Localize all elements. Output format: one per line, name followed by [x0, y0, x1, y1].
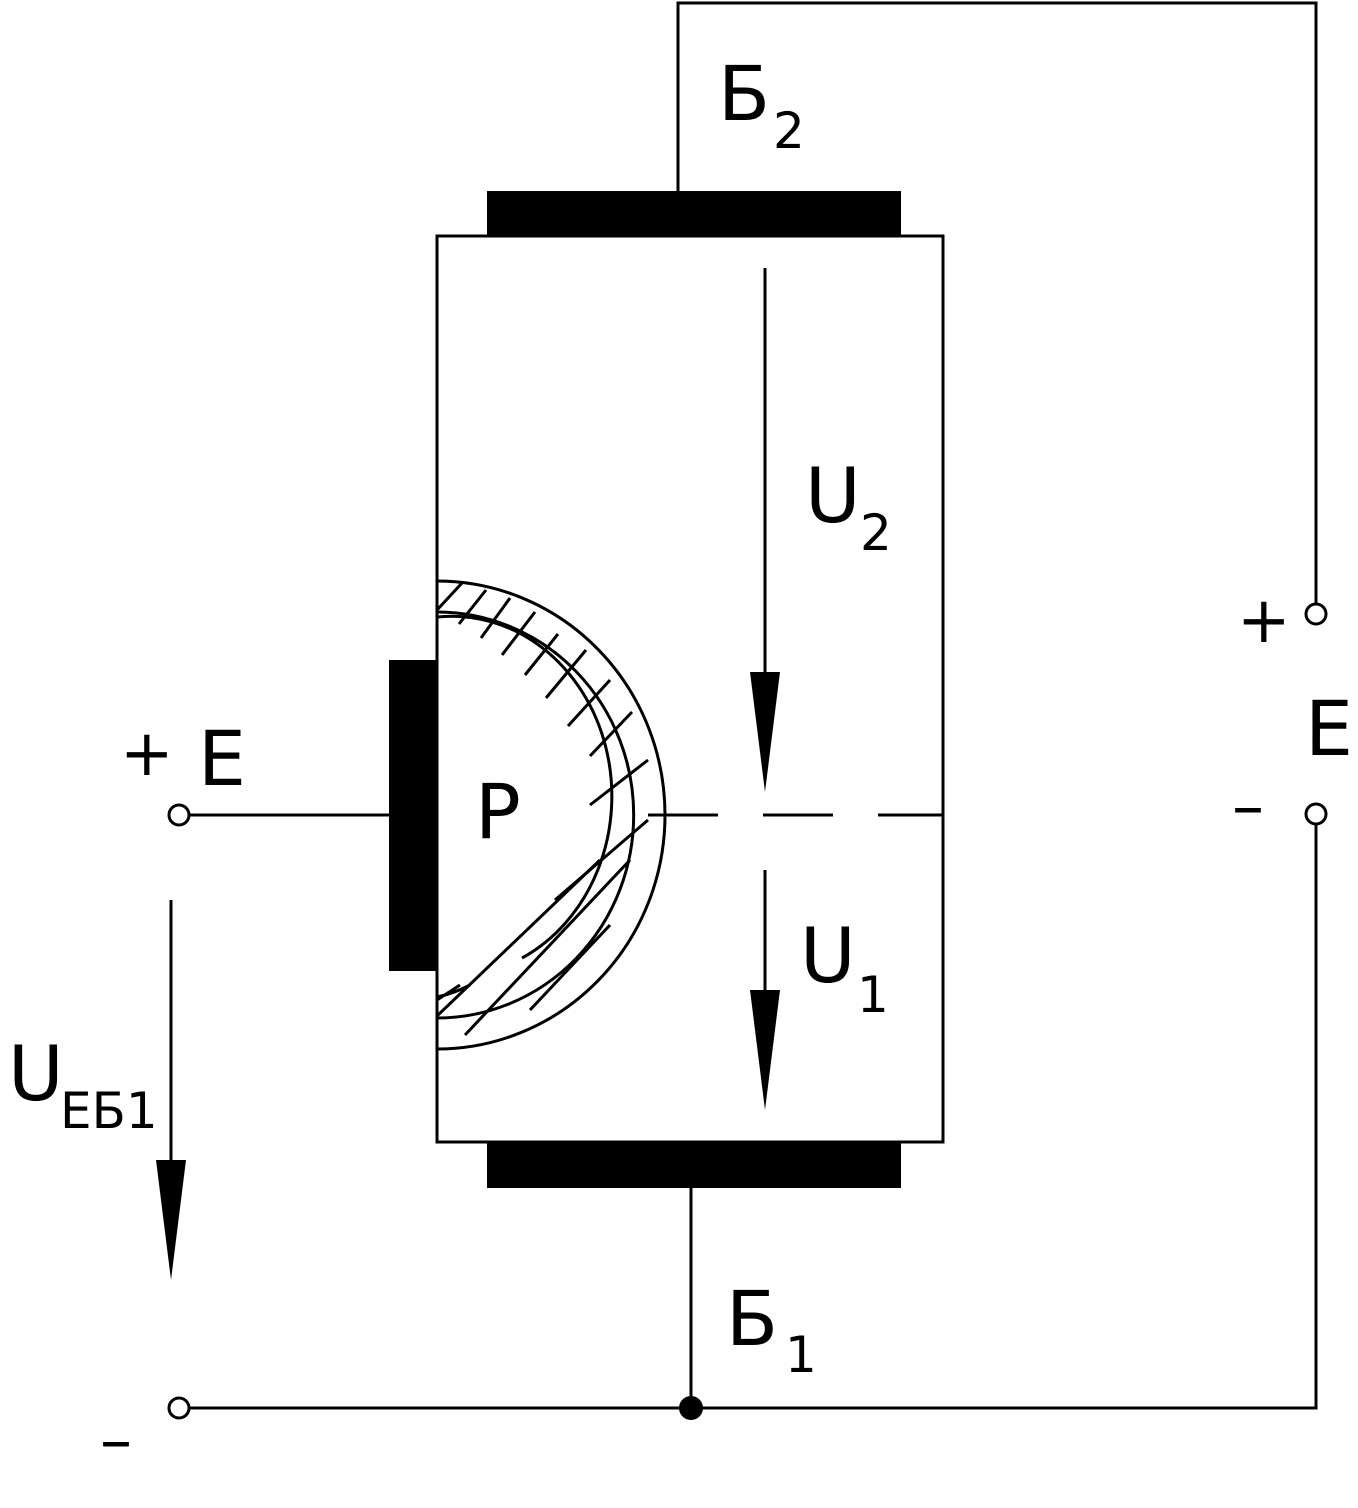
u1-label: U: [800, 911, 856, 1000]
ueb1-label: U: [8, 1029, 64, 1118]
junction-node: [679, 1396, 703, 1420]
base2-electrode: [487, 191, 901, 236]
u2-arrow: [750, 268, 780, 792]
emitter-plus-sign: +: [120, 717, 174, 791]
emitter-minus-sign: –: [100, 1404, 132, 1478]
b1-subscript: 1: [785, 1326, 817, 1384]
emitter-electrode: [389, 660, 437, 971]
b2-subscript: 2: [773, 102, 805, 160]
b2-label: Б: [718, 49, 770, 138]
u1-arrow: [750, 870, 780, 1110]
ueb1-arrow: [156, 900, 186, 1280]
wire-bottom-rail: [188, 824, 1318, 1410]
supply-minus-terminal: [1304, 802, 1328, 826]
junction-hatching: [435, 581, 649, 1037]
supply-minus-sign: –: [1232, 770, 1264, 844]
supply-plus-terminal: [1304, 602, 1328, 626]
supply-e-label: E: [1305, 684, 1353, 773]
supply-plus-sign: +: [1237, 584, 1291, 658]
emitter-plus-terminal: [167, 803, 191, 827]
u1-subscript: 1: [857, 966, 889, 1024]
u2-label: U: [805, 451, 861, 540]
emitter-minus-terminal: [167, 1396, 191, 1420]
pn-junction-region: [436, 579, 667, 1051]
u2-subscript: 2: [860, 504, 892, 562]
base1-electrode: [487, 1142, 901, 1188]
p-region-label: P: [475, 767, 521, 856]
b1-label: Б: [726, 1274, 778, 1363]
wire-b2-to-supply-plus: [676, 1, 1318, 604]
ueb1-subscript: ЕБ1: [60, 1082, 158, 1140]
emitter-e-label: E: [198, 714, 246, 803]
